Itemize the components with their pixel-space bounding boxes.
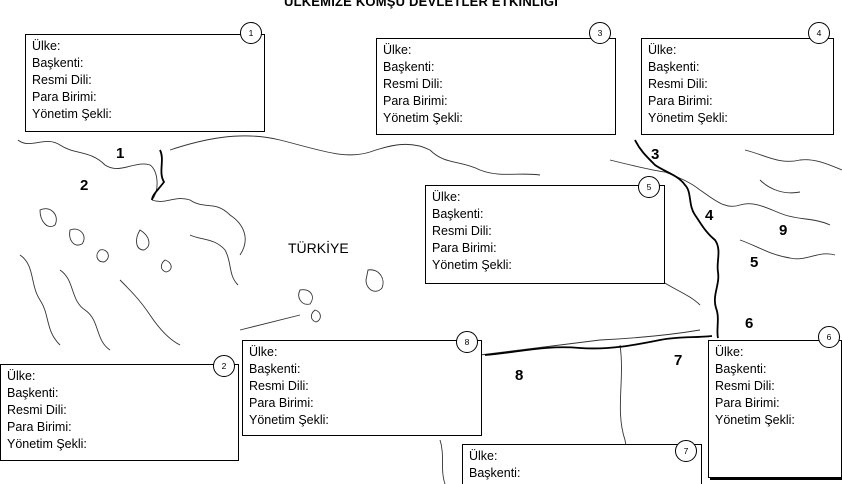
field-currency: Para Birimi: xyxy=(715,396,780,410)
card-1-badge: 1 xyxy=(240,22,262,44)
field-country: Ülke: xyxy=(32,39,61,53)
card-6: Ülke: Başkenti: Resmi Dili: Para Birimi:… xyxy=(708,340,842,478)
map-number-1: 1 xyxy=(116,145,125,162)
field-currency: Para Birimi: xyxy=(432,241,497,255)
card-1: Ülke: Başkenti: Resmi Dili: Para Birimi:… xyxy=(25,34,265,132)
country-label-turkey: TÜRKİYE xyxy=(288,240,349,256)
card-7: Ülke: Başkenti: xyxy=(462,444,702,484)
field-capital: Başkenti: xyxy=(7,386,59,400)
field-currency: Para Birimi: xyxy=(32,90,97,104)
map-number-6: 6 xyxy=(745,315,754,332)
field-government: Yönetim Şekli: xyxy=(7,437,87,451)
card-5: Ülke: Başkenti: Resmi Dili: Para Birimi:… xyxy=(425,185,665,284)
field-capital: Başkenti: xyxy=(383,60,435,74)
field-government: Yönetim Şekli: xyxy=(32,107,112,121)
field-language: Resmi Dili: xyxy=(648,77,708,91)
field-language: Resmi Dili: xyxy=(432,224,492,238)
field-government: Yönetim Şekli: xyxy=(432,258,512,272)
field-capital: Başkenti: xyxy=(715,362,767,376)
field-language: Resmi Dili: xyxy=(32,73,92,87)
field-capital: Başkenti: xyxy=(249,362,301,376)
field-language: Resmi Dili: xyxy=(715,379,775,393)
worksheet-title: ÜLKEMİZE KOMŞU DEVLETLER ETKİNLİĞİ xyxy=(283,0,559,9)
card-4: Ülke: Başkenti: Resmi Dili: Para Birimi:… xyxy=(641,38,834,135)
field-country: Ülke: xyxy=(715,345,744,359)
field-currency: Para Birimi: xyxy=(249,396,314,410)
card-5-badge: 5 xyxy=(638,176,660,198)
field-government: Yönetim Şekli: xyxy=(715,413,795,427)
field-currency: Para Birimi: xyxy=(383,94,448,108)
field-government: Yönetim Şekli: xyxy=(383,111,463,125)
map-number-3: 3 xyxy=(651,146,660,163)
card-2: Ülke: Başkenti: Resmi Dili: Para Birimi:… xyxy=(0,364,239,461)
field-capital: Başkenti: xyxy=(432,207,484,221)
field-language: Resmi Dili: xyxy=(383,77,443,91)
field-country: Ülke: xyxy=(469,449,498,463)
field-capital: Başkenti: xyxy=(469,466,521,480)
card-8: Ülke: Başkenti: Resmi Dili: Para Birimi:… xyxy=(242,340,482,436)
card-4-badge: 4 xyxy=(808,22,830,44)
map-number-7: 7 xyxy=(674,352,683,369)
field-language: Resmi Dili: xyxy=(249,379,309,393)
field-capital: Başkenti: xyxy=(32,56,84,70)
field-language: Resmi Dili: xyxy=(7,403,67,417)
map-number-4: 4 xyxy=(705,207,714,224)
field-government: Yönetim Şekli: xyxy=(648,111,728,125)
card-8-badge: 8 xyxy=(456,331,478,353)
card-2-badge: 2 xyxy=(213,355,235,377)
map-number-5: 5 xyxy=(750,254,759,271)
card-7-badge: 7 xyxy=(675,440,697,462)
map-number-2: 2 xyxy=(80,177,89,194)
field-country: Ülke: xyxy=(432,190,461,204)
card-3: Ülke: Başkenti: Resmi Dili: Para Birimi:… xyxy=(376,38,616,135)
field-currency: Para Birimi: xyxy=(7,420,72,434)
map-number-9: 9 xyxy=(779,222,788,239)
field-government: Yönetim Şekli: xyxy=(249,413,329,427)
field-country: Ülke: xyxy=(7,369,36,383)
field-country: Ülke: xyxy=(383,43,412,57)
field-country: Ülke: xyxy=(648,43,677,57)
field-currency: Para Birimi: xyxy=(648,94,713,108)
card-3-badge: 3 xyxy=(589,22,611,44)
field-country: Ülke: xyxy=(249,345,278,359)
card-6-badge: 6 xyxy=(818,326,840,348)
map-number-8: 8 xyxy=(515,367,524,384)
field-capital: Başkenti: xyxy=(648,60,700,74)
